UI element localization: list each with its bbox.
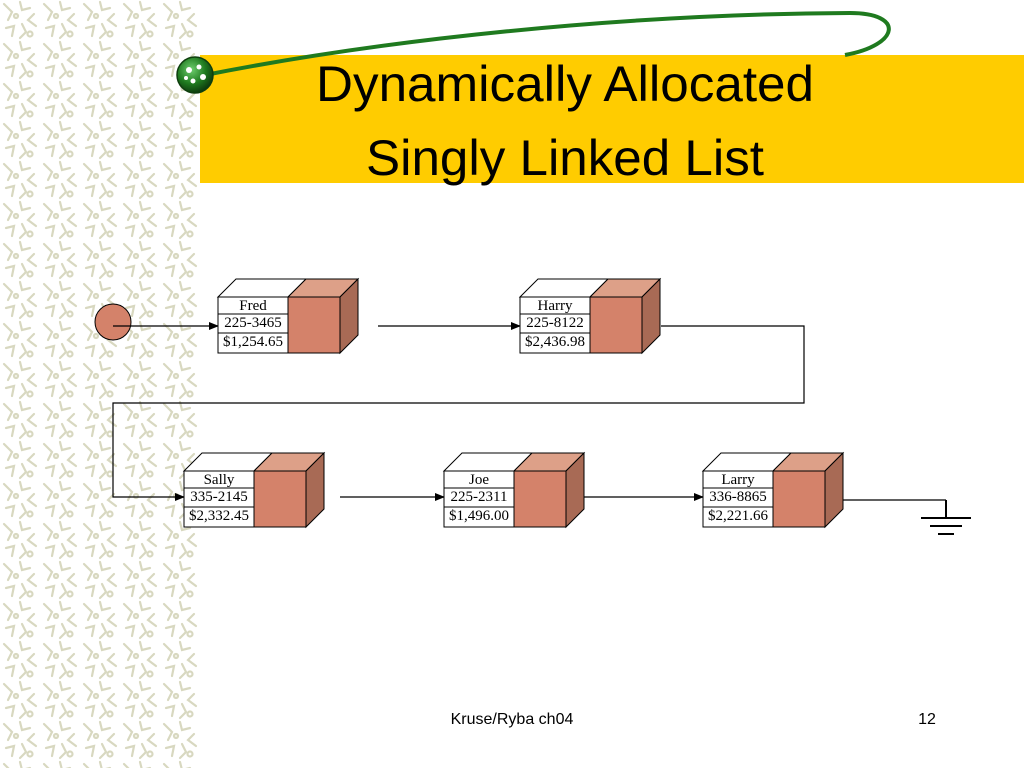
ground-symbol-icon <box>921 500 971 535</box>
green-orb-icon <box>176 56 214 94</box>
node-pointer-box[interactable] <box>253 470 307 528</box>
node-amount: $2,332.45 <box>189 508 249 524</box>
node-pointer-box[interactable] <box>772 470 826 528</box>
head-pointer-circle-icon[interactable] <box>94 303 132 341</box>
node-amount: $2,221.66 <box>708 508 769 524</box>
node-name: Larry <box>721 472 755 488</box>
node-amount: $1,254.65 <box>223 334 283 350</box>
title-banner <box>200 55 1024 183</box>
node-phone: 335-2145 <box>190 489 248 505</box>
decorative-side-pattern <box>0 0 200 768</box>
node-phone: 225-2311 <box>451 489 508 505</box>
node-amount: $1,496.00 <box>449 508 509 524</box>
node-name: Harry <box>538 298 573 314</box>
title-line-1: Dynamically Allocated <box>316 56 814 112</box>
node-name: Sally <box>204 472 235 488</box>
node-data-cell <box>183 470 255 528</box>
node-phone: 225-3465 <box>224 315 282 331</box>
title-line-2: Singly Linked List <box>366 130 764 186</box>
node-pointer-box[interactable] <box>287 296 341 354</box>
node-phone: 225-8122 <box>526 315 584 331</box>
harry-to-sally-arrow <box>112 325 805 501</box>
node-name: Joe <box>469 472 489 488</box>
node-name: Fred <box>239 298 267 314</box>
node-pointer-box[interactable] <box>513 470 567 528</box>
node-amount: $2,436.98 <box>525 334 585 350</box>
page-number: 12 <box>918 711 936 728</box>
green-swoosh-decoration <box>199 10 891 78</box>
node-pointer-box[interactable] <box>589 296 643 354</box>
node-phone: 336-8865 <box>709 489 767 505</box>
footer-source: Kruse/Ryba ch04 <box>451 711 574 728</box>
node-data-cell <box>702 470 774 528</box>
node-data-cell <box>443 470 515 528</box>
node-data-cell <box>519 296 591 354</box>
